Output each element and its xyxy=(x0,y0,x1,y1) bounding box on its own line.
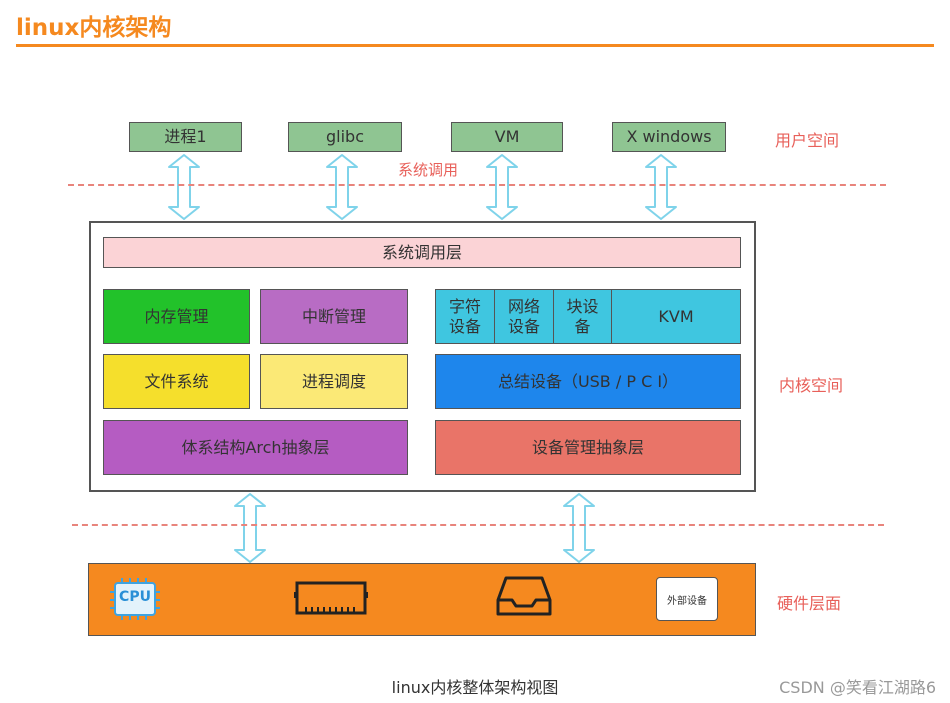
arch-abstraction-layer: 体系结构Arch抽象层 xyxy=(103,420,408,475)
cpu-label: CPU xyxy=(119,589,151,605)
arrow-glibc-kernel xyxy=(326,154,358,220)
network-device-label: 网络设备 xyxy=(507,296,540,336)
memory-module-icon xyxy=(294,581,368,615)
external-device: 外部设备 xyxy=(656,577,718,621)
page-title: linux内核架构 xyxy=(16,15,172,41)
diagram-caption: linux内核整体架构视图 xyxy=(391,678,559,697)
kernel-space-label: 内核空间 xyxy=(779,376,844,395)
kvm: KVM xyxy=(611,289,741,344)
arrow-kernel-hardware-right xyxy=(563,493,595,563)
user-box-vm: VM xyxy=(451,122,563,152)
bus-device: 总结设备（USB / P C I） xyxy=(435,354,741,409)
file-system: 文件系统 xyxy=(103,354,250,409)
arrow-process1-kernel xyxy=(168,154,200,220)
syscall-layer: 系统调用层 xyxy=(103,237,741,268)
arrow-vm-kernel xyxy=(486,154,518,220)
user-box-process1: 进程1 xyxy=(129,122,242,152)
user-space-label: 用户空间 xyxy=(775,131,840,150)
user-box-xwindows: X windows xyxy=(612,122,726,152)
hardware-label: 硬件层面 xyxy=(777,594,842,613)
user-box-glibc: glibc xyxy=(288,122,402,152)
block-device-label: 块设备 xyxy=(566,296,599,336)
kernel-hardware-divider xyxy=(72,524,884,526)
char-device-label: 字符设备 xyxy=(448,296,481,336)
storage-tray-icon xyxy=(496,576,552,616)
arrow-xwindows-kernel xyxy=(645,154,677,220)
syscall-label: 系统调用 xyxy=(398,161,459,179)
process-scheduling: 进程调度 xyxy=(260,354,408,409)
cpu-icon xyxy=(110,578,160,620)
memory-management: 内存管理 xyxy=(103,289,250,344)
device-management-layer: 设备管理抽象层 xyxy=(435,420,741,475)
hardware-frame xyxy=(88,563,756,636)
network-device: 网络设备 xyxy=(494,289,554,344)
user-kernel-divider xyxy=(68,184,886,186)
block-device: 块设备 xyxy=(553,289,612,344)
author-credit: CSDN @笑看江湖路6 xyxy=(779,678,936,697)
interrupt-management: 中断管理 xyxy=(260,289,408,344)
arrow-kernel-hardware-left xyxy=(234,493,266,563)
title-underline xyxy=(16,44,934,47)
char-device: 字符设备 xyxy=(435,289,495,344)
